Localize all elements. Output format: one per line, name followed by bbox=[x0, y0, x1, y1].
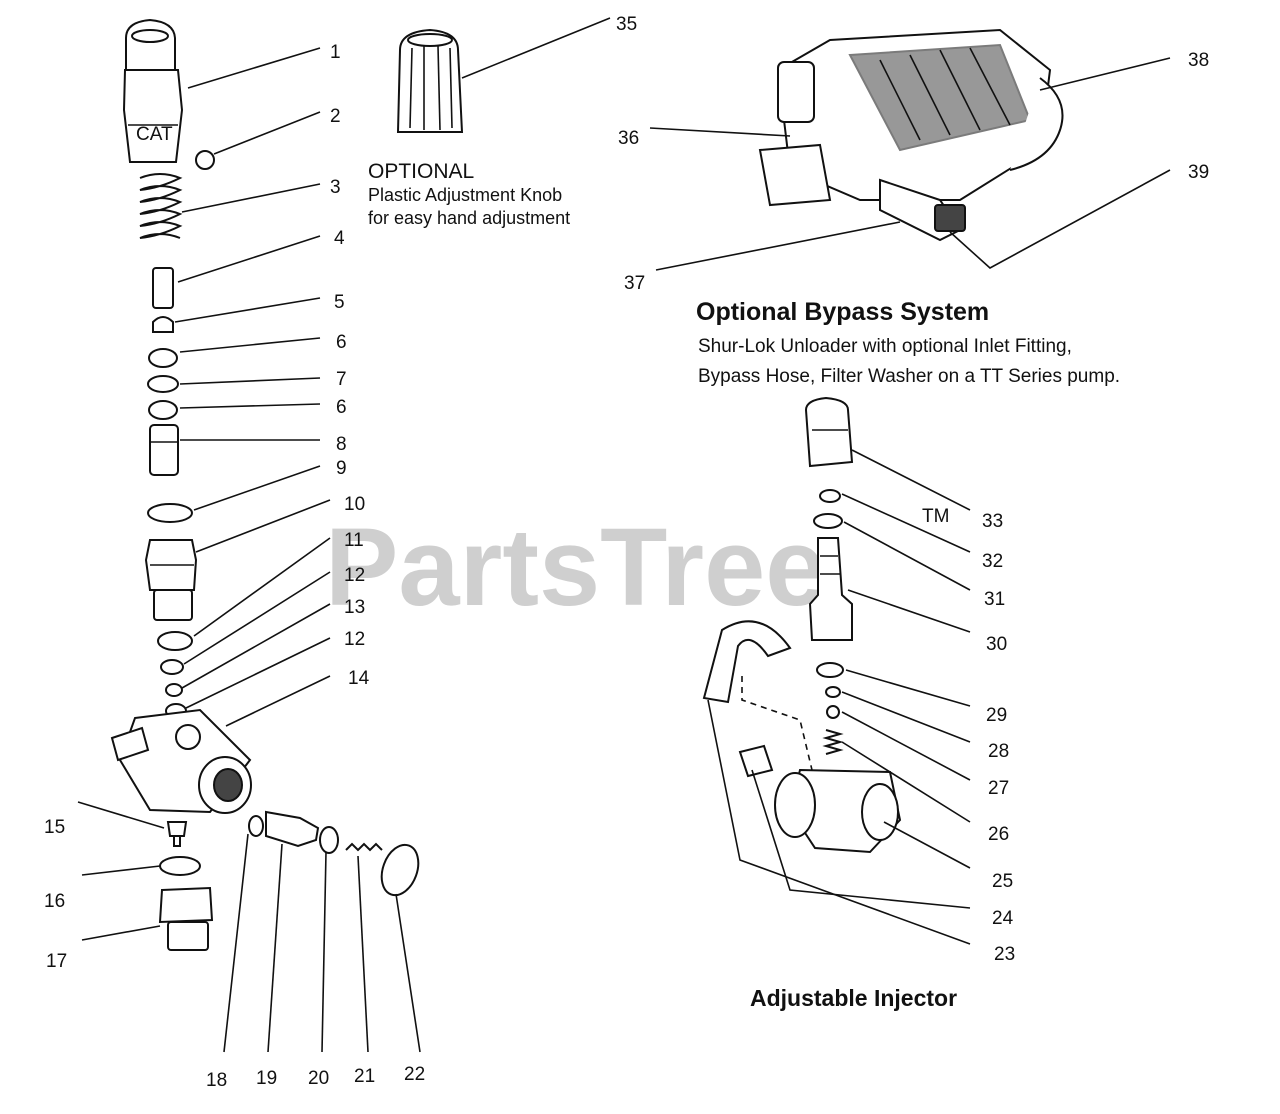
callouts-left: 1 2 3 4 5 6 7 6 8 9 10 11 12 13 12 14 15… bbox=[44, 42, 425, 1091]
svg-text:20: 20 bbox=[308, 1068, 329, 1089]
optional-line2: for easy hand adjustment bbox=[368, 208, 570, 228]
part-13-ring bbox=[165, 683, 183, 697]
svg-text:26: 26 bbox=[988, 824, 1009, 845]
svg-text:13: 13 bbox=[344, 597, 365, 618]
svg-text:27: 27 bbox=[988, 778, 1009, 799]
part-9-oring bbox=[147, 503, 193, 523]
svg-text:15: 15 bbox=[44, 817, 65, 838]
callouts-injector: 33 32 31 30 29 28 27 26 25 24 23 bbox=[982, 511, 1015, 965]
svg-text:7: 7 bbox=[336, 369, 347, 390]
svg-text:17: 17 bbox=[46, 951, 67, 972]
part-28-ring bbox=[825, 686, 841, 698]
svg-text:10: 10 bbox=[344, 494, 365, 515]
svg-text:12: 12 bbox=[344, 565, 365, 586]
part-14-valve-body bbox=[110, 708, 252, 814]
part-21-spring bbox=[345, 842, 383, 852]
part-33-cap bbox=[804, 396, 854, 468]
part-23-hose bbox=[702, 620, 792, 704]
part-26-spring bbox=[822, 729, 844, 755]
svg-text:33: 33 bbox=[982, 511, 1003, 532]
svg-text:29: 29 bbox=[986, 705, 1007, 726]
svg-text:CAT: CAT bbox=[136, 124, 173, 145]
part-35-knob bbox=[396, 17, 611, 133]
part-3-spring bbox=[139, 173, 183, 239]
svg-text:28: 28 bbox=[988, 741, 1009, 762]
injector-assembly bbox=[702, 396, 902, 854]
svg-text:30: 30 bbox=[986, 634, 1007, 655]
part-17-plug bbox=[158, 886, 214, 951]
bypass-line1: Shur-Lok Unloader with optional Inlet Fi… bbox=[698, 336, 1072, 357]
callout-37: 37 bbox=[624, 273, 645, 294]
part-6-washer-b bbox=[148, 400, 178, 420]
unloader-assembly: CAT bbox=[110, 18, 420, 951]
part-29-ring bbox=[816, 662, 844, 678]
svg-text:5: 5 bbox=[334, 292, 345, 313]
svg-text:9: 9 bbox=[336, 458, 347, 479]
svg-text:31: 31 bbox=[984, 589, 1005, 610]
part-30-stem bbox=[808, 537, 853, 641]
part-32-ring bbox=[819, 489, 841, 503]
leaders-pump bbox=[649, 57, 1171, 271]
svg-text:19: 19 bbox=[256, 1068, 277, 1089]
callout-39: 39 bbox=[1188, 162, 1209, 183]
svg-text:25: 25 bbox=[992, 871, 1013, 892]
leaders-injector bbox=[707, 449, 971, 945]
svg-text:23: 23 bbox=[994, 944, 1015, 965]
svg-text:6: 6 bbox=[336, 397, 347, 418]
part-12-ring-a bbox=[160, 659, 184, 675]
svg-text:11: 11 bbox=[344, 530, 364, 551]
part-27-ball bbox=[826, 705, 840, 719]
watermark: PartsTree bbox=[325, 506, 826, 629]
leaders-left bbox=[77, 47, 421, 1053]
optional-heading: OPTIONAL bbox=[368, 160, 474, 183]
part-5 bbox=[152, 316, 174, 333]
svg-text:21: 21 bbox=[354, 1066, 375, 1087]
part-16-oring bbox=[159, 856, 201, 876]
part-22-oring bbox=[380, 843, 420, 897]
part-7-oring bbox=[147, 375, 179, 393]
part-11-ring bbox=[157, 631, 193, 651]
svg-text:16: 16 bbox=[44, 891, 65, 912]
part-31-ring bbox=[813, 513, 843, 529]
optional-line1: Plastic Adjustment Knob bbox=[368, 185, 562, 205]
svg-text:4: 4 bbox=[334, 228, 345, 249]
callout-35: 35 bbox=[616, 14, 637, 35]
svg-text:12: 12 bbox=[344, 629, 365, 650]
part-4-pin bbox=[152, 267, 174, 309]
bypass-line2: Bypass Hose, Filter Washer on a TT Serie… bbox=[698, 366, 1120, 387]
part-2 bbox=[195, 150, 215, 170]
svg-text:2: 2 bbox=[330, 106, 341, 127]
injector-title: Adjustable Injector bbox=[750, 985, 957, 1011]
svg-text:18: 18 bbox=[206, 1070, 227, 1091]
svg-text:24: 24 bbox=[992, 908, 1014, 929]
part-15 bbox=[166, 821, 188, 847]
part-24-fitting bbox=[738, 744, 774, 778]
svg-text:6: 6 bbox=[336, 332, 347, 353]
svg-text:22: 22 bbox=[404, 1064, 425, 1085]
svg-text:32: 32 bbox=[982, 551, 1003, 572]
part-1-cap: CAT bbox=[122, 18, 184, 163]
bypass-title: Optional Bypass System bbox=[696, 298, 989, 326]
callout-36: 36 bbox=[618, 128, 639, 149]
svg-text:14: 14 bbox=[348, 668, 370, 689]
svg-text:8: 8 bbox=[336, 434, 347, 455]
part-18-ring bbox=[248, 815, 264, 837]
part-20-washer bbox=[319, 826, 339, 854]
part-6-washer-a bbox=[148, 348, 178, 368]
part-19-fitting bbox=[265, 810, 320, 848]
part-8-stem bbox=[149, 424, 179, 476]
pump-assembly bbox=[758, 28, 1064, 242]
svg-text:3: 3 bbox=[330, 177, 341, 198]
callout-38: 38 bbox=[1188, 50, 1209, 71]
svg-text:1: 1 bbox=[330, 42, 341, 63]
watermark-tm: TM bbox=[922, 506, 949, 527]
part-10-seat bbox=[144, 539, 198, 621]
